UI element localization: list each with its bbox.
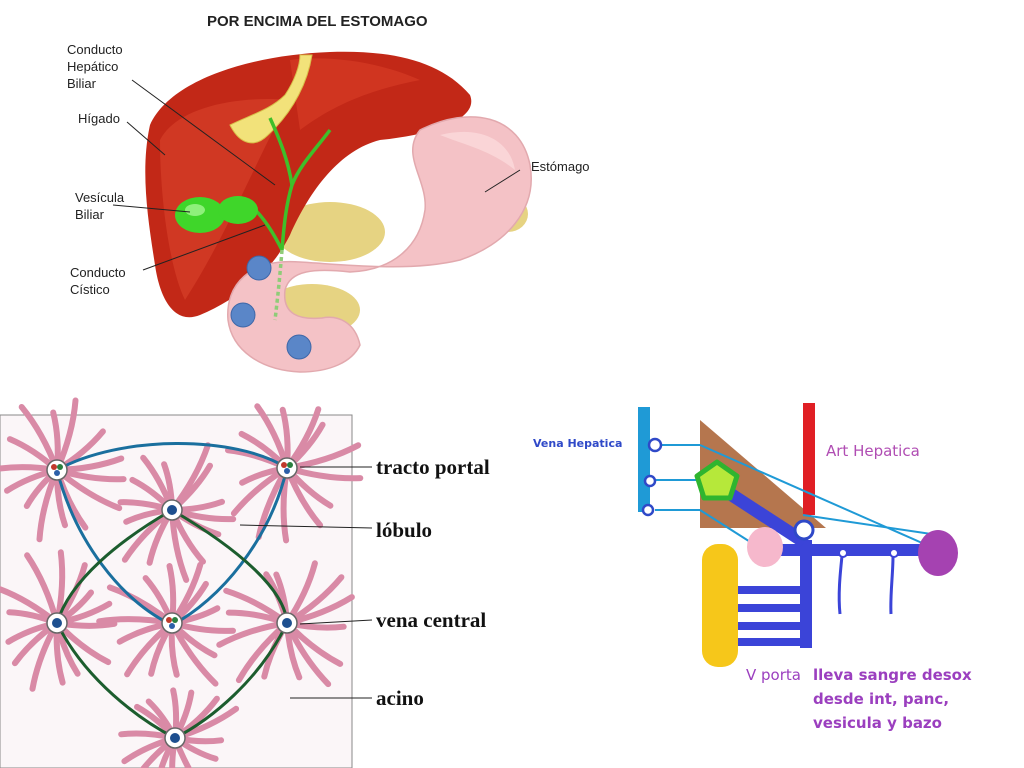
marker-circle [246,255,272,281]
central-vein-pentagon [694,459,740,501]
label-tracto-portal: tracto portal [376,455,490,479]
hepatic-artery-bar [803,403,815,515]
central-vein-node [276,612,298,634]
gallbladder [175,196,258,233]
portal-tract-node [161,612,183,634]
branch-node [838,548,848,558]
label-vena-central: vena central [376,608,486,632]
label-vena-hepatica: Vena Hepatica [533,437,622,450]
label-v-porta: V porta [746,666,801,684]
lobule-leader-lines [239,466,373,699]
label-conducto-hepatico: Conducto Hepático Biliar [67,42,126,91]
lobule-diagram: tracto portal lóbulo vena central acino [0,397,490,768]
vein-node [643,474,657,488]
marker-circle [286,334,312,360]
branch-node [889,548,899,558]
vein-node [641,503,655,517]
label-higado: Hígado [78,111,120,126]
yellow-bar [702,544,738,667]
central-vein-node [164,727,186,749]
central-vein-node [46,612,68,634]
portal-tract-node [276,457,298,479]
lobule-outline [55,442,289,627]
vein-node [647,437,663,453]
purple-node [918,530,958,576]
pink-node [747,527,783,567]
hepatic-vein-bar [638,407,650,512]
portal-node [793,519,815,541]
label-conducto-cistico: Conducto Cístico [70,265,129,297]
falciform-ligament [229,54,313,144]
label-acino: acino [376,686,424,710]
portal-branches [837,555,895,615]
label-vesicula: Vesícula Biliar [75,190,128,222]
anatomy-illustration: POR ENCIMA DEL ESTOMAGO [67,13,590,373]
label-estomago: Estómago [531,159,590,174]
note-portal: lleva sangre desox desde int, panc, vesi… [813,666,977,732]
marker-circle [230,302,256,328]
central-vein-node [161,499,183,521]
anatomy-title: POR ENCIMA DEL ESTOMAGO [207,13,428,30]
stomach [227,116,532,373]
portal-tract-node [46,459,68,481]
label-art-hepatica: Art Hepatica [826,442,920,460]
anatomy-leader-lines [112,79,521,271]
portal-vein [720,486,930,648]
portal-schematic: Vena Hepatica Art Hepatica V porta lleva… [533,403,977,732]
label-lobulo: lóbulo [376,518,432,542]
portal-and-central-nodes [46,457,298,749]
